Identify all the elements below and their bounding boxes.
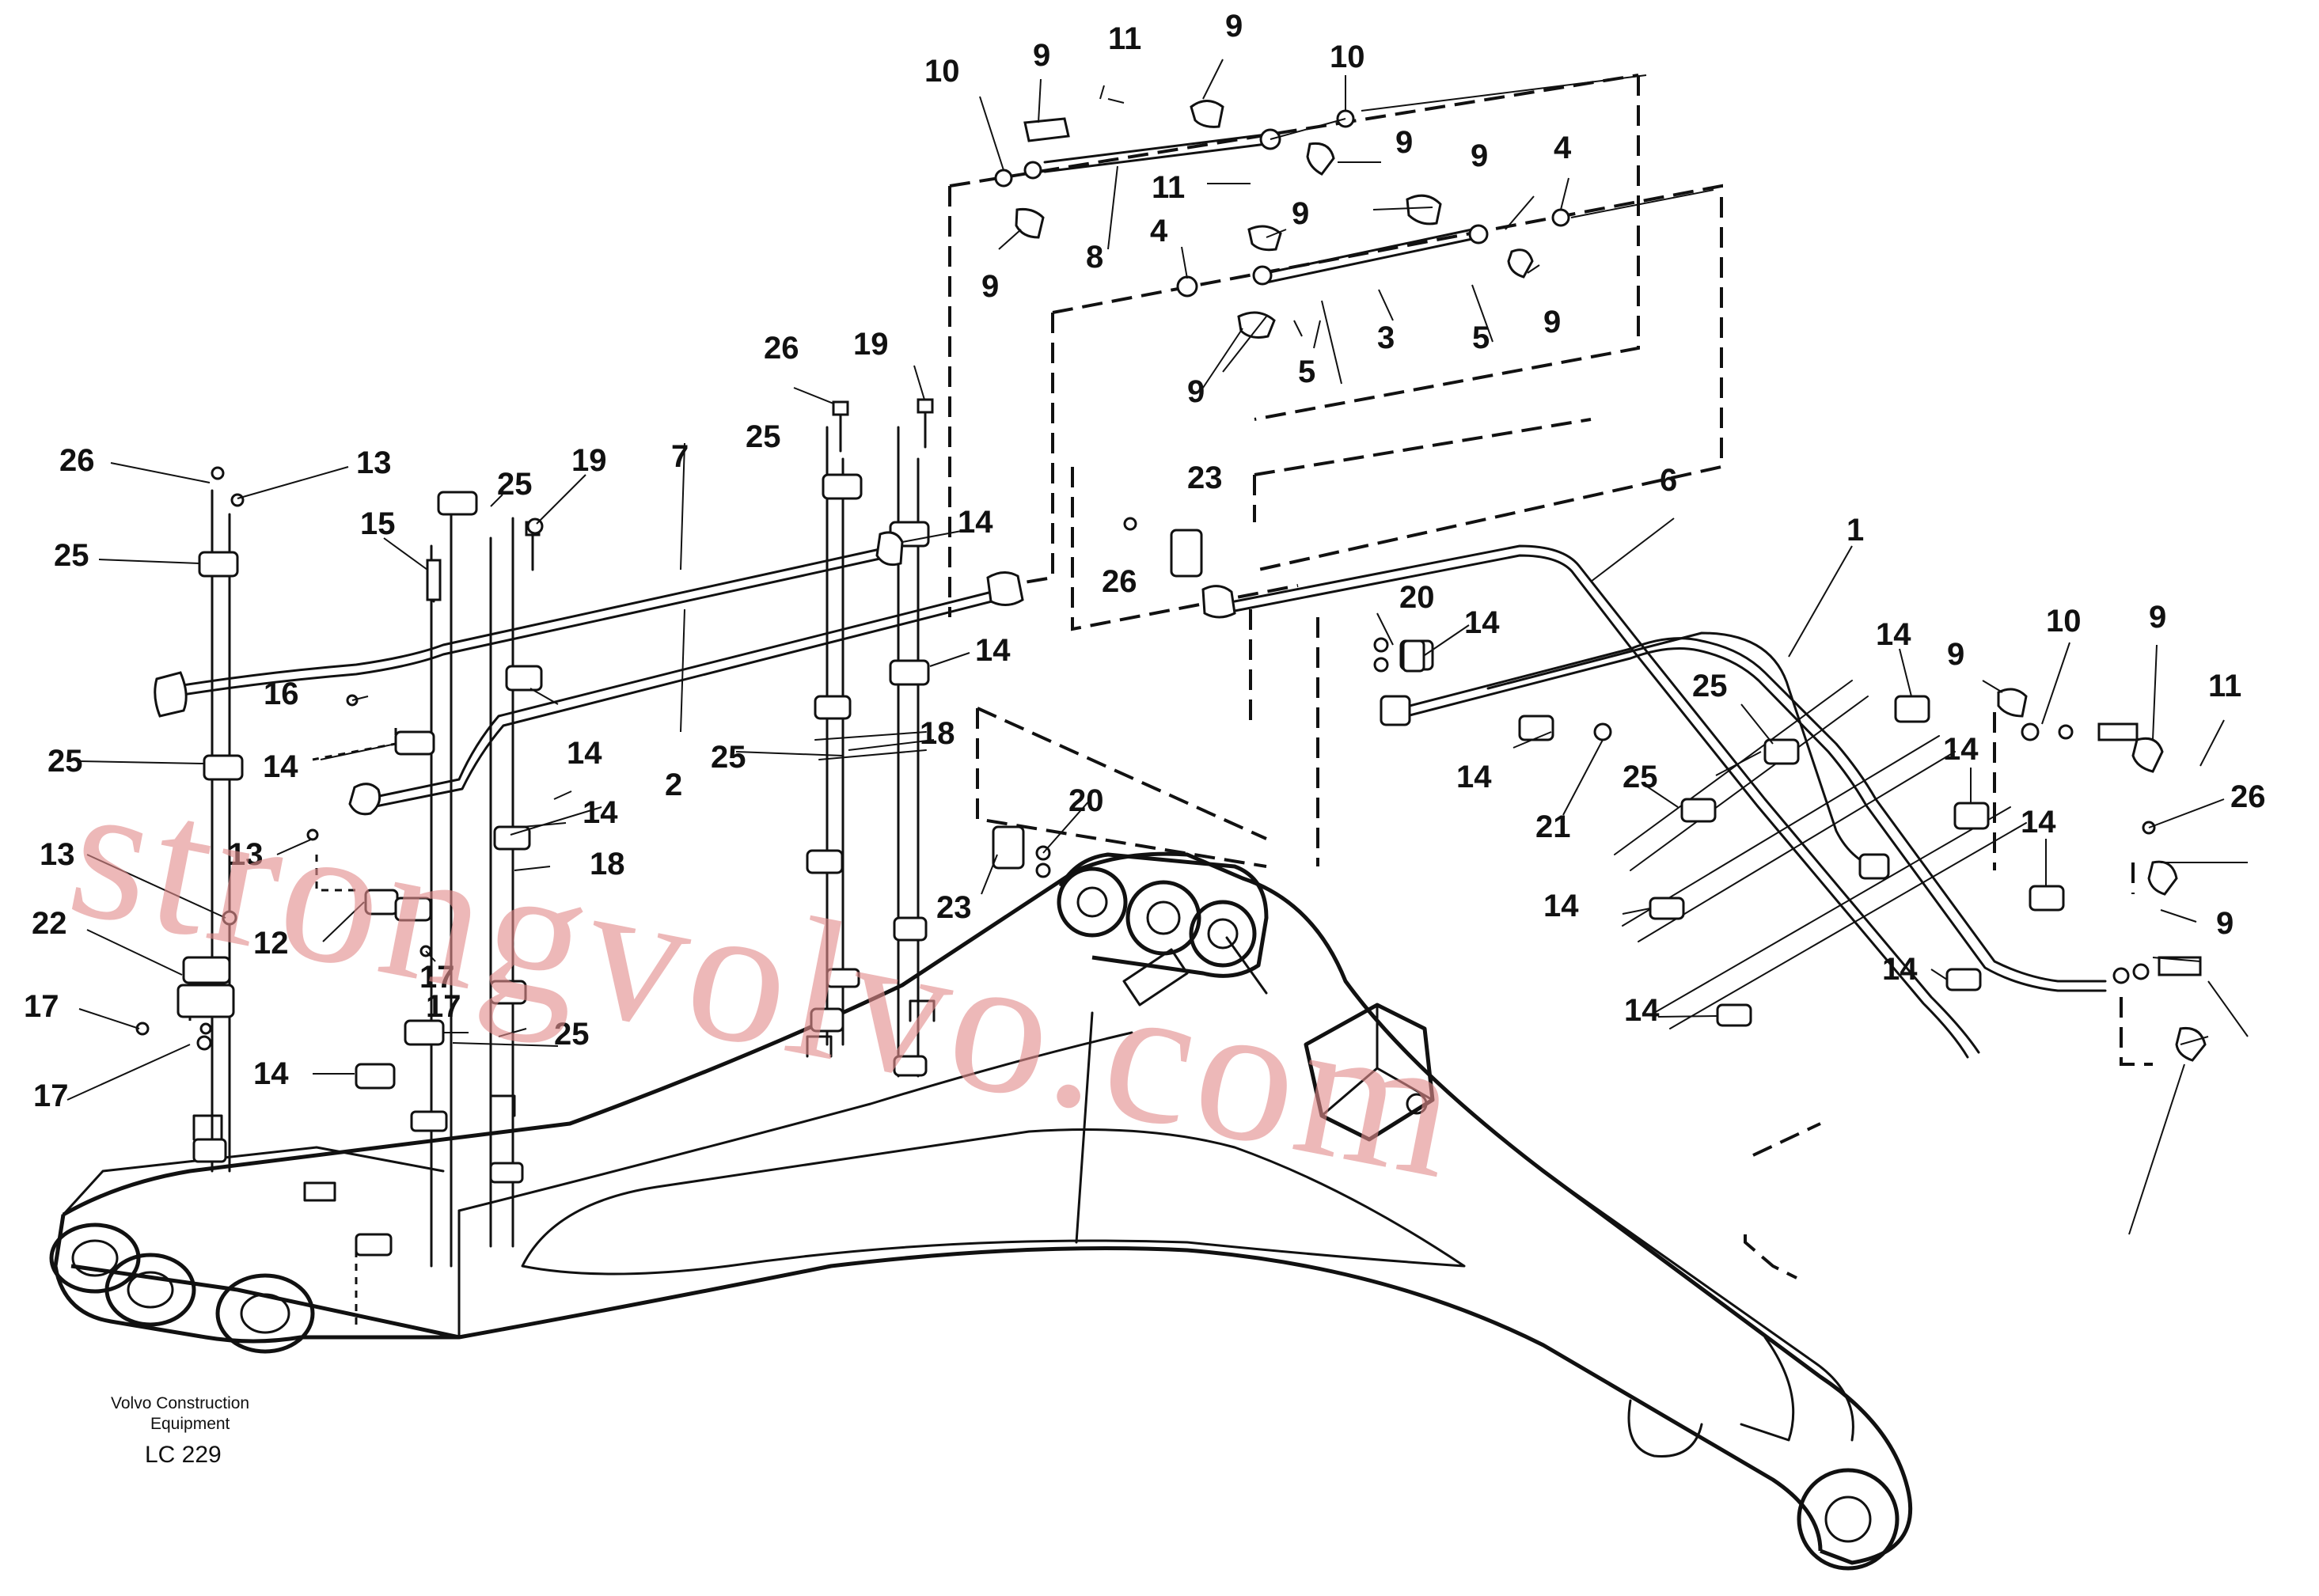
callout-23: 25 xyxy=(1623,760,1658,794)
callout-9: 9 xyxy=(1471,138,1488,173)
hydraulic-pipes xyxy=(161,133,2107,1059)
callout-5: 5 xyxy=(1472,320,1490,355)
callout-26: 26 xyxy=(764,331,799,366)
callout-14: 13 xyxy=(356,445,392,480)
callout-9: 9 xyxy=(1033,38,1050,73)
callout-26: 26 xyxy=(1102,564,1137,599)
callout-25: 23 xyxy=(936,890,972,925)
callout-22: 22 xyxy=(32,906,67,941)
callout-13: 14 xyxy=(583,795,618,830)
callout-18: 18 xyxy=(590,847,625,881)
caption-company: Volvo Construction xyxy=(111,1394,249,1412)
callout-25: 23 xyxy=(1187,461,1223,495)
callout-13: 14 xyxy=(567,736,602,771)
callout-13: 14 xyxy=(1456,760,1492,794)
callout-16: 16 xyxy=(264,677,299,711)
callout-23: 25 xyxy=(497,467,533,502)
callout-11: 11 xyxy=(2208,669,2241,703)
callout-19: 19 xyxy=(571,443,607,478)
callout-20: 20 xyxy=(1399,580,1435,615)
dashed-boundaries xyxy=(188,74,2153,1329)
callout-13: 14 xyxy=(1464,605,1500,640)
caption-equipment: Equipment xyxy=(150,1415,230,1433)
clamp-stacks xyxy=(211,398,934,1268)
callout-19: 19 xyxy=(853,327,889,362)
callout-17: 17 xyxy=(419,960,455,995)
caption-block: Volvo Construction Equipment LC 229 xyxy=(111,1394,249,1468)
boom-body xyxy=(49,851,1913,1571)
clamp-parts xyxy=(135,100,2207,1257)
callout-26: 26 xyxy=(59,443,95,478)
callout-9: 9 xyxy=(1292,196,1309,231)
callout-10: 10 xyxy=(924,54,960,89)
callout-23: 25 xyxy=(746,419,781,454)
callout-3: 3 xyxy=(1377,320,1395,355)
callout-26: 26 xyxy=(2230,779,2266,814)
callout-9: 9 xyxy=(1947,637,1964,672)
callout-1: 1 xyxy=(1846,513,1864,548)
callout-20: 20 xyxy=(1068,783,1104,818)
callout-17: 17 xyxy=(426,989,461,1024)
callout-13: 14 xyxy=(958,505,993,540)
callout-17: 17 xyxy=(33,1079,69,1113)
callout-13: 14 xyxy=(1876,617,1911,652)
callout-23: 25 xyxy=(54,538,89,573)
callout-15: 15 xyxy=(360,506,396,541)
callout-9: 9 xyxy=(1225,9,1243,44)
callout-labels: 10 9 11 9 10 9 11 9 4 9 4 9 8 9 5 3 5 9 … xyxy=(24,9,2266,1113)
callout-9: 9 xyxy=(1543,305,1561,339)
callout-18: 18 xyxy=(920,716,955,751)
callout-7: 7 xyxy=(671,439,689,474)
caption-code: LC 229 xyxy=(145,1442,222,1468)
callout-11: 11 xyxy=(1108,21,1141,56)
callout-9: 9 xyxy=(1187,374,1205,409)
callout-5: 5 xyxy=(1298,354,1315,389)
callout-8: 8 xyxy=(1086,240,1103,275)
callout-9: 9 xyxy=(2216,906,2234,941)
callout-23: 25 xyxy=(1692,669,1728,703)
callout-2: 2 xyxy=(665,768,682,802)
callout-9: 9 xyxy=(981,269,999,304)
callout-11: 11 xyxy=(1152,170,1185,205)
callout-23: 25 xyxy=(554,1017,590,1052)
callout-13: 14 xyxy=(1543,889,1579,923)
callout-10: 10 xyxy=(1330,40,1365,74)
callout-9: 9 xyxy=(2149,600,2166,635)
callout-6: 6 xyxy=(1660,463,1677,498)
callout-13: 14 xyxy=(2021,805,2056,840)
watermark: strongvolvo.com xyxy=(55,737,1478,1221)
callout-4: 4 xyxy=(1554,131,1572,165)
callout-13: 14 xyxy=(1882,952,1918,987)
callout-21: 21 xyxy=(1535,809,1571,844)
callout-13: 14 xyxy=(253,1056,289,1091)
callout-9: 9 xyxy=(1395,125,1413,160)
callout-17: 17 xyxy=(24,989,59,1024)
callout-13: 14 xyxy=(1943,732,1979,767)
leader-lines xyxy=(66,59,2249,1235)
callout-13: 14 xyxy=(1624,993,1660,1028)
callout-14: 13 xyxy=(40,837,75,872)
callout-23: 25 xyxy=(47,744,83,779)
callout-12: 12 xyxy=(253,926,289,961)
callout-10: 10 xyxy=(2046,604,2082,639)
callout-4: 4 xyxy=(1150,214,1168,248)
callout-14: 13 xyxy=(228,837,264,872)
callout-13: 14 xyxy=(975,633,1011,668)
callout-23: 25 xyxy=(711,740,746,775)
watermark-text: strongvolvo.com xyxy=(55,737,1478,1221)
callout-13: 14 xyxy=(263,749,298,784)
